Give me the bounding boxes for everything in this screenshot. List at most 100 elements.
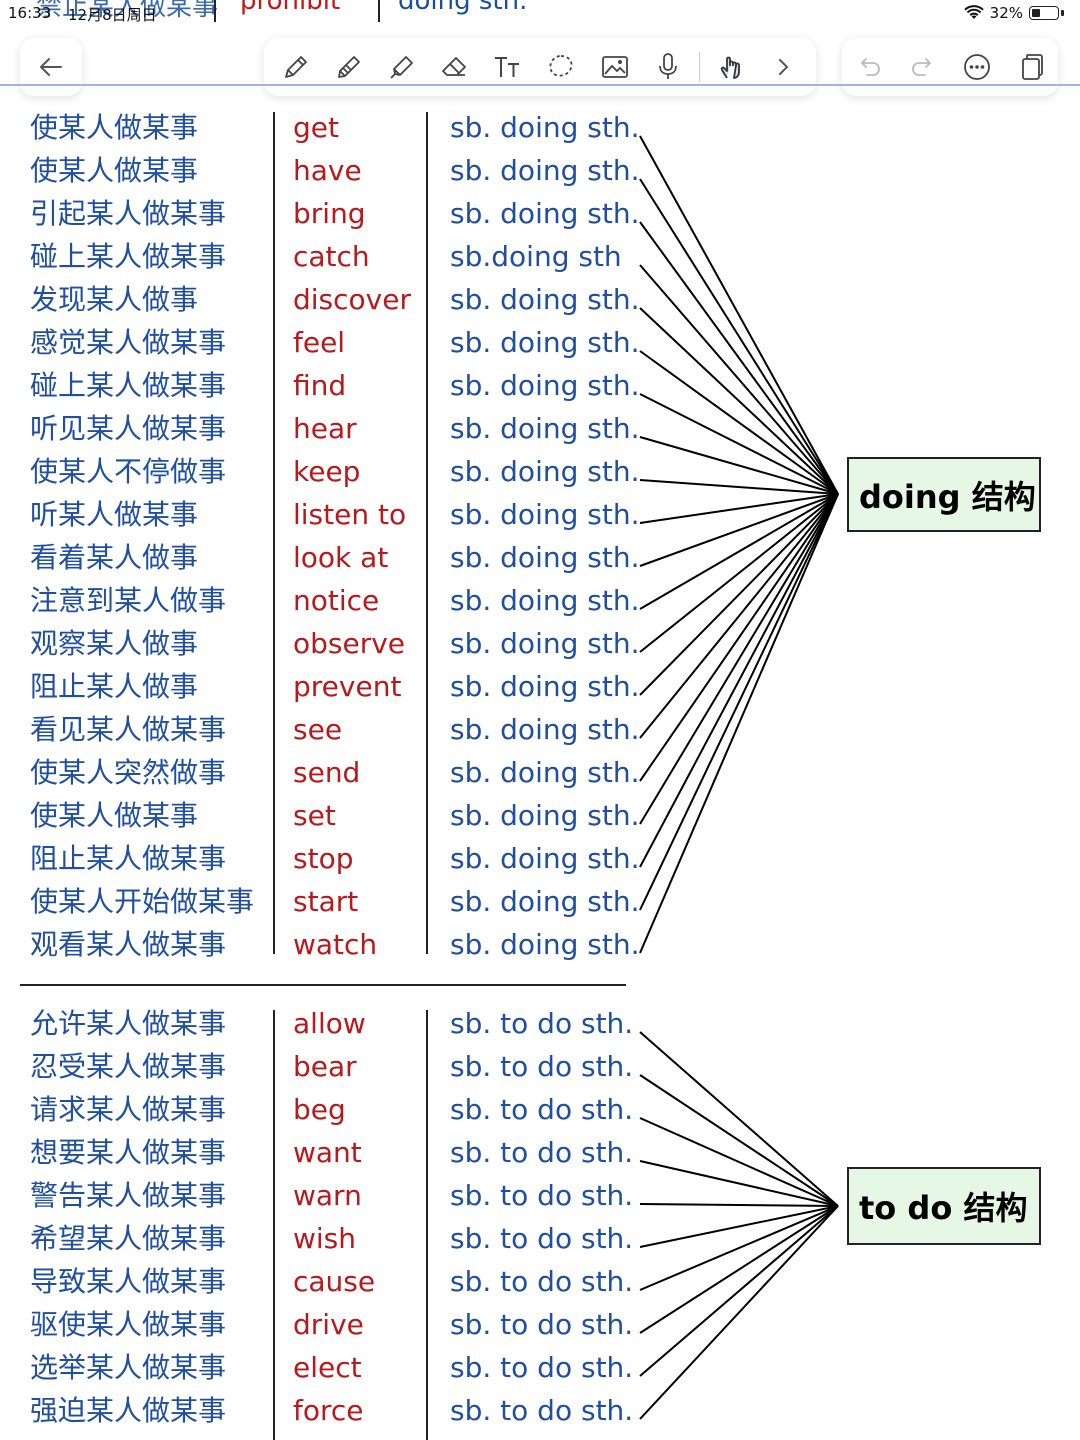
column-divider-right bbox=[426, 1010, 428, 1440]
chinese-meaning: 使某人不停做事 bbox=[30, 455, 227, 488]
connector-line bbox=[639, 493, 839, 524]
chinese-meaning: 使某人做某事 bbox=[30, 154, 199, 187]
pattern: sb. doing sth. bbox=[450, 498, 640, 531]
connector-line bbox=[639, 264, 839, 495]
pen-icon bbox=[285, 56, 307, 78]
battery-percent: 32% bbox=[989, 4, 1023, 22]
lasso-icon bbox=[549, 55, 573, 77]
pattern: sb. to do sth. bbox=[450, 1093, 634, 1126]
chinese-meaning: 忍受某人做某事 bbox=[30, 1050, 227, 1083]
status-time: 16:33 bbox=[8, 4, 52, 22]
microphone-button[interactable] bbox=[646, 45, 690, 89]
connector-line bbox=[639, 1205, 839, 1248]
verb: set bbox=[293, 799, 336, 832]
more-options-button[interactable] bbox=[955, 45, 999, 89]
connector-line bbox=[639, 479, 839, 495]
image-tool-button[interactable] bbox=[593, 45, 637, 89]
lasso-tool-button[interactable] bbox=[539, 45, 583, 89]
doing-structure-label: doing 结构 bbox=[847, 457, 1041, 532]
chinese-meaning: 观察某人做事 bbox=[30, 627, 199, 660]
chinese-meaning: 看见某人做某事 bbox=[30, 713, 227, 746]
connector-line bbox=[639, 1031, 839, 1207]
section-divider bbox=[20, 984, 626, 986]
pages-button[interactable] bbox=[1009, 45, 1053, 89]
eraser-icon bbox=[442, 57, 467, 76]
pattern: sb. doing sth. bbox=[450, 154, 640, 187]
pen-tool-button[interactable] bbox=[274, 45, 318, 89]
eraser-tool-button[interactable] bbox=[433, 45, 477, 89]
verb: keep bbox=[293, 455, 361, 488]
column-divider-left bbox=[273, 1010, 275, 1440]
back-button[interactable] bbox=[20, 38, 82, 96]
pattern: sb. doing sth. bbox=[450, 369, 640, 402]
connector-line bbox=[639, 178, 839, 495]
column-divider-right bbox=[426, 112, 428, 954]
peek-chinese: 禁止某人做某事 bbox=[36, 0, 219, 22]
verb: hear bbox=[293, 412, 357, 445]
touch-mode-button[interactable] bbox=[709, 45, 753, 89]
pattern: sb. doing sth. bbox=[450, 541, 640, 574]
redo-button[interactable] bbox=[901, 45, 945, 89]
toolbar-divider bbox=[698, 52, 700, 82]
marker-tool-button[interactable] bbox=[380, 45, 424, 89]
previous-row-peek: 禁止某人做某事 prohibit doing sth. bbox=[0, 0, 1080, 22]
pencil-tool-button[interactable] bbox=[327, 45, 371, 89]
connector-line bbox=[639, 1205, 839, 1334]
chinese-meaning: 允许某人做某事 bbox=[30, 1007, 227, 1040]
todo-structure-label: to do 结构 bbox=[847, 1167, 1041, 1245]
verb: watch bbox=[293, 928, 378, 961]
hand-touch-icon bbox=[720, 56, 740, 79]
pattern: sb. to do sth. bbox=[450, 1308, 634, 1341]
toolbar-expand-button[interactable] bbox=[762, 45, 806, 89]
verb: stop bbox=[293, 842, 354, 875]
status-bar: 16:33 12月8日周日 32% bbox=[0, 0, 1080, 28]
connector-line bbox=[639, 493, 839, 567]
verb: have bbox=[293, 154, 362, 187]
verb: find bbox=[293, 369, 347, 402]
chinese-meaning: 使某人做某事 bbox=[30, 111, 199, 144]
peek-pattern: doing sth. bbox=[398, 0, 528, 16]
pattern: sb. to do sth. bbox=[450, 1050, 634, 1083]
verb: wish bbox=[293, 1222, 357, 1255]
pattern: sb. doing sth. bbox=[450, 584, 640, 617]
verb: prevent bbox=[293, 670, 402, 703]
connector-line bbox=[639, 493, 839, 825]
verb: cause bbox=[293, 1265, 376, 1298]
pattern: sb. doing sth. bbox=[450, 197, 640, 230]
verb: notice bbox=[293, 584, 380, 617]
text-tool-button[interactable] bbox=[486, 45, 530, 89]
verb: get bbox=[293, 111, 339, 144]
pattern: sb. doing sth. bbox=[450, 885, 640, 918]
chinese-meaning: 强迫某人做某事 bbox=[30, 1394, 227, 1427]
connector-line bbox=[639, 1205, 839, 1420]
document-actions bbox=[842, 38, 1058, 96]
chinese-meaning: 驱使某人做某事 bbox=[30, 1308, 227, 1341]
undo-button[interactable] bbox=[847, 45, 891, 89]
connector-line bbox=[639, 493, 839, 911]
chinese-meaning: 使某人做某事 bbox=[30, 799, 199, 832]
marker-icon bbox=[390, 56, 414, 79]
verb: warn bbox=[293, 1179, 362, 1212]
chinese-meaning: 警告某人做某事 bbox=[30, 1179, 227, 1212]
pattern: sb. to do sth. bbox=[450, 1136, 634, 1169]
redo-icon bbox=[912, 58, 932, 76]
verb: look at bbox=[293, 541, 389, 574]
connector-line bbox=[639, 1205, 839, 1291]
connector-line bbox=[639, 350, 839, 495]
pattern: sb. doing sth. bbox=[450, 756, 640, 789]
